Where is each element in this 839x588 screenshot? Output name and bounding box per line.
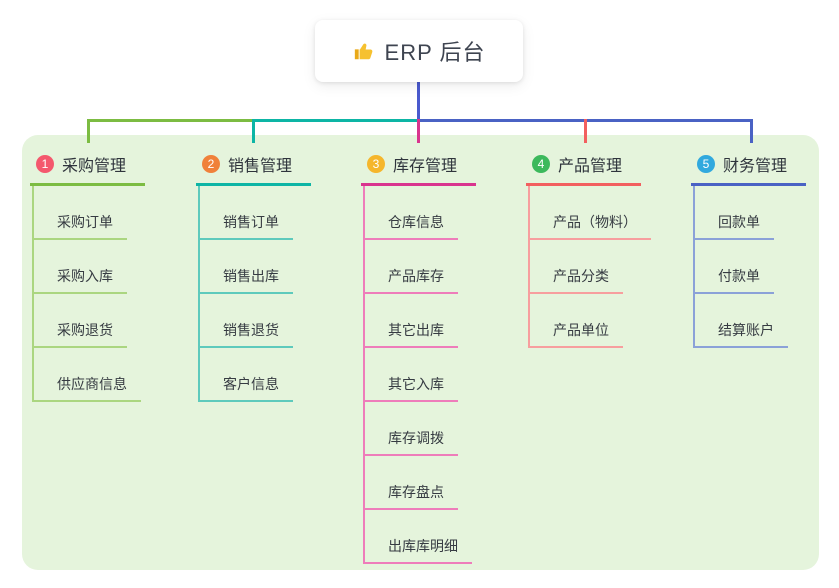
child-node[interactable]: 仓库信息 xyxy=(365,215,458,240)
child-node[interactable]: 采购订单 xyxy=(34,215,127,240)
child-node[interactable]: 其它出库 xyxy=(365,323,458,348)
child-row: 其它入库 xyxy=(365,348,476,402)
branch-title: 采购管理 xyxy=(62,158,127,175)
child-row: 产品（物料） xyxy=(530,186,651,240)
branch-title: 库存管理 xyxy=(393,158,458,175)
branch-3: 3 库存管理 仓库信息产品库存其它出库其它入库库存调拨库存盘点出库库明细 xyxy=(361,146,476,564)
child-row: 出库库明细 xyxy=(365,510,476,564)
child-row: 采购退货 xyxy=(34,294,145,348)
branches-panel xyxy=(22,135,819,570)
child-node[interactable]: 供应商信息 xyxy=(34,377,141,402)
child-node[interactable]: 其它入库 xyxy=(365,377,458,402)
branch-children: 产品（物料） 产品分类产品单位 xyxy=(528,186,651,348)
branch-number-badge: 5 xyxy=(697,155,715,173)
branch-4: 4 产品管理 产品（物料） 产品分类产品单位 xyxy=(526,146,651,348)
child-row: 采购入库 xyxy=(34,240,145,294)
child-row: 仓库信息 xyxy=(365,186,476,240)
branch-header[interactable]: 4 产品管理 xyxy=(526,146,641,186)
branch-title: 销售管理 xyxy=(228,158,293,175)
branch-2: 2 销售管理 销售订单销售出库销售退货客户信息 xyxy=(196,146,311,402)
branch-title: 财务管理 xyxy=(723,158,788,175)
child-row: 销售订单 xyxy=(200,186,311,240)
branch-number-badge: 1 xyxy=(36,155,54,173)
child-node[interactable]: 采购入库 xyxy=(34,269,127,294)
branch-title: 产品管理 xyxy=(558,158,623,175)
child-node[interactable]: 产品分类 xyxy=(530,269,623,294)
child-row: 库存盘点 xyxy=(365,456,476,510)
child-row: 供应商信息 xyxy=(34,348,145,402)
child-node[interactable]: 库存调拨 xyxy=(365,431,458,456)
child-node[interactable]: 付款单 xyxy=(695,269,774,294)
child-node[interactable]: 库存盘点 xyxy=(365,485,458,510)
child-row: 付款单 xyxy=(695,240,806,294)
child-node[interactable]: 客户信息 xyxy=(200,377,293,402)
child-row: 销售退货 xyxy=(200,294,311,348)
child-row: 客户信息 xyxy=(200,348,311,402)
child-row: 采购订单 xyxy=(34,186,145,240)
branch-children: 仓库信息产品库存其它出库其它入库库存调拨库存盘点出库库明细 xyxy=(363,186,476,564)
child-node[interactable]: 出库库明细 xyxy=(365,539,472,564)
child-row: 销售出库 xyxy=(200,240,311,294)
child-node[interactable]: 销售出库 xyxy=(200,269,293,294)
branch-number-badge: 3 xyxy=(367,155,385,173)
child-row: 其它出库 xyxy=(365,294,476,348)
branch-children: 回款单付款单结算账户 xyxy=(693,186,806,348)
branch-header[interactable]: 2 销售管理 xyxy=(196,146,311,186)
branch-5: 5 财务管理 回款单付款单结算账户 xyxy=(691,146,806,348)
branch-children: 销售订单销售出库销售退货客户信息 xyxy=(198,186,311,402)
child-node[interactable]: 结算账户 xyxy=(695,323,788,348)
child-node[interactable]: 产品库存 xyxy=(365,269,458,294)
child-node[interactable]: 产品（物料） xyxy=(530,215,651,240)
branch-number-badge: 4 xyxy=(532,155,550,173)
child-node[interactable]: 销售订单 xyxy=(200,215,293,240)
child-node[interactable]: 产品单位 xyxy=(530,323,623,348)
child-row: 结算账户 xyxy=(695,294,806,348)
child-row: 库存调拨 xyxy=(365,402,476,456)
root-node[interactable]: ERP 后台 xyxy=(315,20,523,82)
branch-1: 1 采购管理 采购订单采购入库采购退货供应商信息 xyxy=(30,146,145,402)
branch-header[interactable]: 1 采购管理 xyxy=(30,146,145,186)
root-label: ERP 后台 xyxy=(384,40,486,65)
child-node[interactable]: 采购退货 xyxy=(34,323,127,348)
branch-header[interactable]: 5 财务管理 xyxy=(691,146,806,186)
thumbs-up-icon xyxy=(353,40,375,62)
child-row: 回款单 xyxy=(695,186,806,240)
child-row: 产品库存 xyxy=(365,240,476,294)
child-row: 产品分类 xyxy=(530,240,651,294)
child-node[interactable]: 回款单 xyxy=(695,215,774,240)
branch-number-badge: 2 xyxy=(202,155,220,173)
child-node[interactable]: 销售退货 xyxy=(200,323,293,348)
branch-header[interactable]: 3 库存管理 xyxy=(361,146,476,186)
branch-children: 采购订单采购入库采购退货供应商信息 xyxy=(32,186,145,402)
child-row: 产品单位 xyxy=(530,294,651,348)
